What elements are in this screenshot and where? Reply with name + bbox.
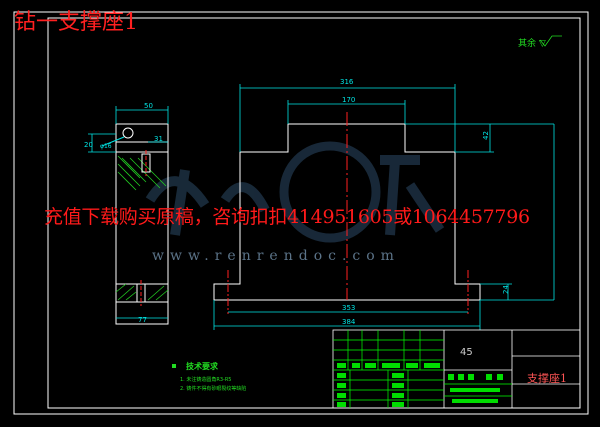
watermark-url: www.renrendoc.com <box>152 248 400 264</box>
finish-note: 其余 ▽ <box>518 39 546 49</box>
tech-requirements-title: 技术要求 <box>186 362 218 371</box>
dim-base-width: 384 <box>342 318 356 326</box>
side-dimensions <box>88 106 169 319</box>
dim-side-hole-label: φ16 <box>100 143 112 150</box>
watermark-text: 充值下载购买原稿，咨询扣扣414951605或1064457796 <box>44 206 530 228</box>
front-dimensions <box>213 84 555 330</box>
finish-symbol <box>539 35 562 47</box>
dim-right-height: 42 <box>482 131 490 140</box>
dim-side-hole-offset: 31 <box>154 135 163 143</box>
tech-bullet <box>172 364 176 368</box>
drawing-title: 钻一支撑座1 <box>14 10 138 35</box>
dim-inner-width: 353 <box>342 304 355 312</box>
watermark-logo <box>145 141 445 243</box>
title-block-fills <box>337 363 503 407</box>
tech-requirement-item: 2. 铸件不得有砂眼裂纹等缺陷 <box>180 386 247 392</box>
tech-requirement-item: 1. 未注铸造圆角R3-R5 <box>180 377 232 383</box>
title-block-part-name: 支撑座1 <box>527 372 567 385</box>
dim-top-boss-width: 170 <box>342 96 355 104</box>
dim-side-bottom-width: 77 <box>138 316 147 324</box>
sheet-outer-border <box>13 11 589 415</box>
sheet-inner-border <box>47 17 581 409</box>
dim-side-left-small: 20 <box>84 141 93 149</box>
title-block-grid <box>333 330 512 408</box>
dim-side-top-width: 50 <box>144 102 153 110</box>
dim-step-height: 24 <box>502 285 510 294</box>
title-block <box>332 329 581 409</box>
dim-overall-width: 316 <box>340 78 354 86</box>
side-view <box>101 123 169 325</box>
side-hole-circle <box>122 127 134 139</box>
title-block-material: 45 <box>460 347 473 358</box>
